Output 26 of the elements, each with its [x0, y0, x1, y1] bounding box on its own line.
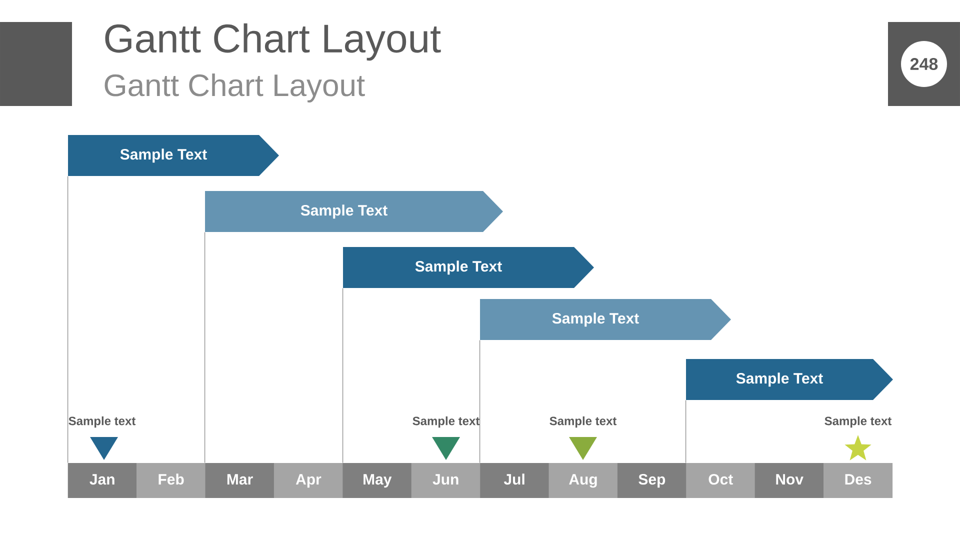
- page-number: 248: [901, 41, 947, 87]
- month-cell: Jul: [480, 463, 550, 498]
- month-cell: Mar: [205, 463, 274, 498]
- task-bar: Sample Text: [205, 191, 503, 232]
- connector-line: [342, 288, 344, 464]
- task-bar: Sample Text: [480, 299, 731, 340]
- month-cell: Jan: [68, 463, 137, 498]
- month-cell: Jun: [411, 463, 480, 498]
- milestone-label: Sample text: [550, 416, 617, 428]
- month-cell: Apr: [274, 463, 343, 498]
- milestone-label: Sample text: [412, 416, 480, 428]
- task-bar: Sample Text: [686, 359, 893, 400]
- month-cell: Feb: [136, 463, 206, 498]
- milestone-label: Sample text: [68, 416, 136, 428]
- month-cell: Des: [824, 463, 893, 498]
- task-bar: Sample Text: [68, 135, 279, 176]
- title: Gantt Chart Layout: [105, 23, 441, 61]
- task-bar: Sample Text: [343, 247, 594, 288]
- month-cell: May: [342, 463, 412, 498]
- connector-line: [204, 232, 206, 464]
- month-cell: Aug: [548, 463, 618, 498]
- milestone-label: Sample text: [824, 416, 892, 428]
- month-cell: Sep: [617, 463, 686, 498]
- month-cell: Oct: [686, 463, 756, 498]
- month-cell: Nov: [754, 463, 824, 498]
- subtitle: Gantt Chart Layout: [104, 74, 365, 102]
